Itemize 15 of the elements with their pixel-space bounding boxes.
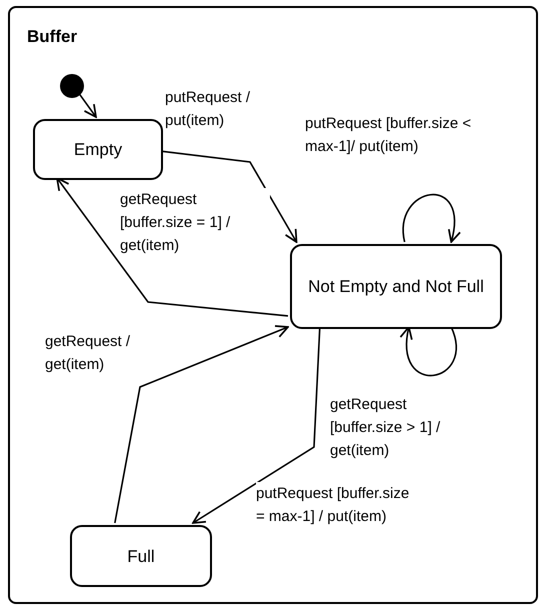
state-box xyxy=(290,244,502,329)
transition-arrow xyxy=(56,177,288,317)
transition-arrow xyxy=(160,150,298,243)
state-title: Buffer xyxy=(27,26,78,48)
state-box xyxy=(70,525,212,587)
self-transition-arrow xyxy=(402,194,460,243)
transition-arrow xyxy=(77,91,97,118)
transition-arrow xyxy=(114,325,289,524)
state-name: Empty xyxy=(74,139,122,161)
state-name: Full xyxy=(127,546,155,568)
transition-arrow xyxy=(192,326,321,524)
composite-state-frame xyxy=(8,6,538,604)
state-box xyxy=(33,119,163,180)
self-transition-arrow xyxy=(400,326,457,376)
state-name: Not Empty and Not Full xyxy=(308,276,484,298)
